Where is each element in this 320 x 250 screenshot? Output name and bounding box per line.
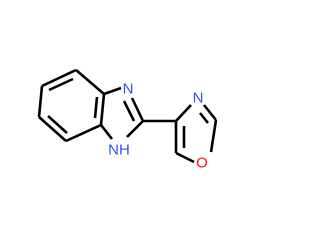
- double-bond-n3p-c2p: [198, 112, 210, 124]
- atom-label-n1: NH: [108, 142, 130, 159]
- double-bond-inner-3: [93, 96, 99, 119]
- molecule-structure-diagram: N NH N O: [37, 68, 218, 172]
- bond-c4-c3a: [99, 93, 106, 126]
- bond-o1p-c5p: [175, 151, 195, 164]
- atom-label-n3: N: [123, 81, 134, 98]
- oxazole-ring: [174, 104, 218, 164]
- bond-c3a-c7a: [75, 69, 105, 95]
- bond-n3-c2: [130, 97, 145, 122]
- bond-n3p-c2p: [202, 104, 218, 121]
- bond-c7-c6: [37, 85, 44, 118]
- bond-n1-c4: [99, 124, 114, 140]
- bond-c7a-c7: [41, 68, 77, 88]
- double-bond-inner-1: [48, 77, 74, 92]
- atom-o1-prime: O: [196, 155, 208, 172]
- double-bond-inner-2: [47, 115, 68, 134]
- bond-c2-n1: [126, 120, 144, 138]
- bond-c4p-n3p: [175, 104, 192, 122]
- double-bond-n3-c2: [122, 100, 136, 122]
- bond-c3a-n3: [103, 86, 122, 96]
- atom-label-o1-prime: O: [196, 155, 208, 172]
- bond-c2p-o1p: [209, 119, 218, 153]
- imidazole-ring: [99, 86, 145, 140]
- atom-label-n3-prime: N: [193, 90, 204, 107]
- bond-c6-c5: [38, 116, 67, 142]
- atom-n3-prime: N: [193, 90, 204, 107]
- bond-c5-c4: [65, 123, 102, 143]
- atom-n3: N: [123, 81, 134, 98]
- benzene-ring: [37, 68, 106, 143]
- atom-n1: NH: [108, 142, 130, 159]
